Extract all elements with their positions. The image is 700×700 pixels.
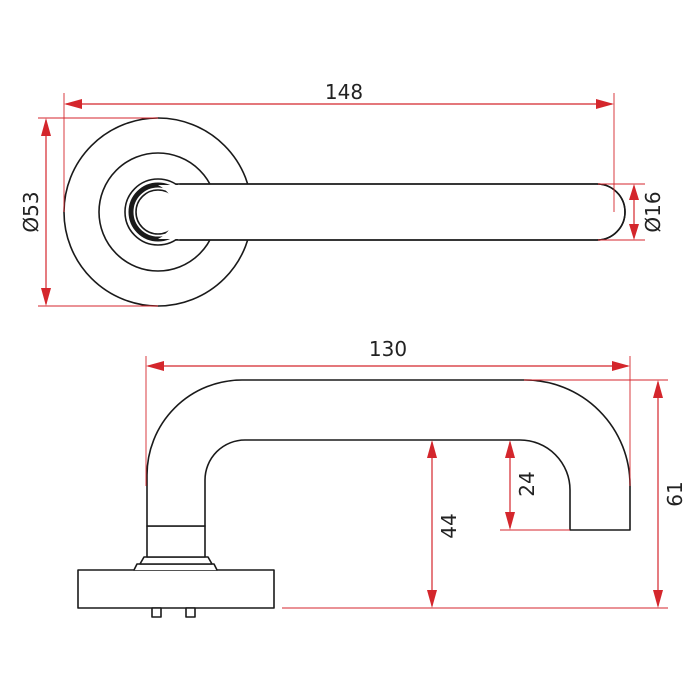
- dim-130-arrow-right: [612, 361, 630, 371]
- lever-body-side: [146, 379, 631, 531]
- fixing-screw-right: [185, 607, 196, 618]
- rose-collar: [139, 556, 213, 565]
- dim-148-label: 148: [325, 80, 363, 104]
- rose-base-plate: [77, 569, 275, 609]
- dimension-148: 148: [63, 80, 615, 212]
- dim-16-label: Ø16: [641, 191, 665, 232]
- dim-148-arrow-left: [64, 99, 82, 109]
- lever-arm-top-cover: [158, 185, 623, 239]
- dim-61-label: 61: [663, 481, 687, 506]
- side-view: [77, 379, 631, 618]
- dim-130-label: 130: [369, 337, 407, 361]
- top-view: [63, 117, 626, 307]
- dimension-diameter-53: Ø53: [19, 117, 158, 307]
- dim-44-arrow-top: [427, 440, 437, 458]
- dim-130-arrow-left: [146, 361, 164, 371]
- dim-16-arrow-bottom: [629, 224, 639, 240]
- dim-44-label: 44: [437, 513, 461, 538]
- dimension-44: 44: [427, 440, 461, 608]
- dim-24-arrow-top: [505, 440, 515, 458]
- lever-arm-top-edge: [179, 183, 626, 241]
- dim-53-arrow-top: [41, 118, 51, 136]
- rose-collar-step: [133, 563, 218, 571]
- dim-53-arrow-bottom: [41, 288, 51, 306]
- dimension-diameter-16: Ø16: [598, 183, 665, 241]
- dimension-61: 61: [282, 379, 687, 609]
- dim-44-arrow-bottom: [427, 590, 437, 608]
- dimension-24: 24: [500, 440, 570, 531]
- dim-148-arrow-right: [596, 99, 614, 109]
- fixing-screw-left: [151, 607, 162, 618]
- dim-61-arrow-bottom: [653, 590, 663, 608]
- spindle-neck: [146, 525, 206, 558]
- dim-24-arrow-bottom: [505, 512, 515, 530]
- dim-24-label: 24: [515, 471, 539, 496]
- dimension-130: 130: [145, 337, 631, 486]
- dim-16-arrow-top: [629, 184, 639, 200]
- dim-53-label: Ø53: [19, 191, 43, 232]
- dim-61-arrow-top: [653, 380, 663, 398]
